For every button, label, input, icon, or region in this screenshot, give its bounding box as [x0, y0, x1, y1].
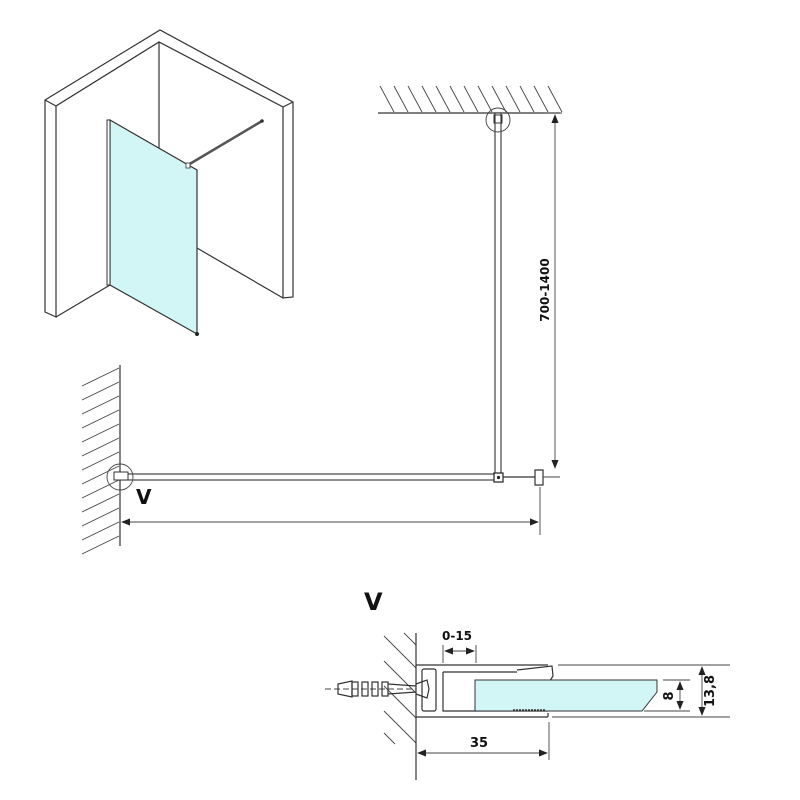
- hatch-line: [379, 85, 395, 113]
- anchor-tip: [337, 680, 353, 698]
- hatch-line: [383, 635, 417, 669]
- hatch-line: [81, 451, 120, 471]
- hatch-line: [421, 85, 437, 113]
- bar-clamp: [185, 162, 191, 169]
- isometric-view: [44, 29, 294, 336]
- wall-profile-section: [416, 664, 549, 718]
- wall-anchor-screw: [325, 679, 430, 699]
- hatch-line: [81, 367, 120, 387]
- hatch-line: [81, 423, 120, 443]
- hatch-line: [393, 85, 409, 113]
- glass-panel: [109, 118, 198, 336]
- glass-thickness-label: 8: [662, 691, 677, 700]
- hatch-line: [533, 85, 549, 113]
- hatch-line: [81, 535, 120, 555]
- profile-chamber: [421, 668, 437, 712]
- screw-head: [415, 679, 430, 699]
- detail-marker-v: V: [136, 485, 152, 509]
- anchor-rib: [371, 681, 379, 697]
- hatch-line: [449, 85, 465, 113]
- hatch-line: [81, 507, 120, 527]
- hatch-line: [403, 632, 417, 646]
- wall-edge: [44, 99, 57, 107]
- ceiling-fixing: [493, 114, 503, 124]
- plan-view: V 700-1400: [81, 85, 563, 555]
- ceiling-hatch: [379, 85, 563, 113]
- detail-circle-top: [485, 107, 511, 133]
- stabilizer-bar-plan: [494, 112, 502, 476]
- hatch-line: [383, 660, 417, 694]
- hatch-line: [519, 85, 535, 113]
- end-profile: [503, 469, 544, 486]
- hatch-line: [491, 85, 507, 113]
- profile-height-label: 13,8: [703, 675, 718, 707]
- wall-profile-plan: [113, 471, 129, 481]
- hatch-line: [81, 479, 120, 499]
- screw-shank: [387, 683, 417, 695]
- detail-v: V 0: [325, 588, 730, 780]
- anchor-rib: [351, 681, 359, 697]
- glass-panel-plan: [119, 473, 499, 481]
- hatch-line: [383, 732, 396, 745]
- height-dimension-label: 700-1400: [538, 258, 552, 321]
- hatch-line: [407, 85, 423, 113]
- wall-edge: [282, 101, 294, 108]
- anchor-rib: [381, 681, 389, 697]
- hatch-line: [81, 493, 120, 513]
- hatch-line: [505, 85, 521, 113]
- connector-pin: [496, 475, 501, 480]
- wall-profile: [106, 119, 111, 286]
- adjust-range-label: 0-15: [442, 629, 472, 643]
- hatch-line: [435, 85, 451, 113]
- floor-line-left: [55, 284, 111, 318]
- wall-hatch: [81, 367, 120, 555]
- floor-line-right: [196, 247, 284, 299]
- hatch-line: [81, 437, 120, 457]
- hatch-line: [81, 465, 120, 485]
- glass-section: [474, 679, 658, 712]
- hatch-line: [81, 409, 120, 429]
- detail-circle-v: [106, 463, 134, 491]
- stabilizer-bar: [187, 119, 263, 167]
- hatch-line: [81, 521, 120, 541]
- hatch-line: [463, 85, 479, 113]
- detail-wall-hatch: [383, 632, 417, 745]
- anchor-rib: [361, 681, 369, 697]
- hatch-line: [477, 85, 493, 113]
- panel-foot: [195, 332, 199, 336]
- hatch-line: [383, 685, 417, 719]
- hatch-line: [81, 395, 120, 415]
- bar-wall-fixing: [260, 119, 264, 123]
- profile-depth-label: 35: [470, 736, 488, 751]
- hatch-line: [547, 85, 563, 113]
- hatch-line: [383, 710, 417, 744]
- hatch-line: [81, 381, 120, 401]
- detail-title: V: [364, 588, 383, 616]
